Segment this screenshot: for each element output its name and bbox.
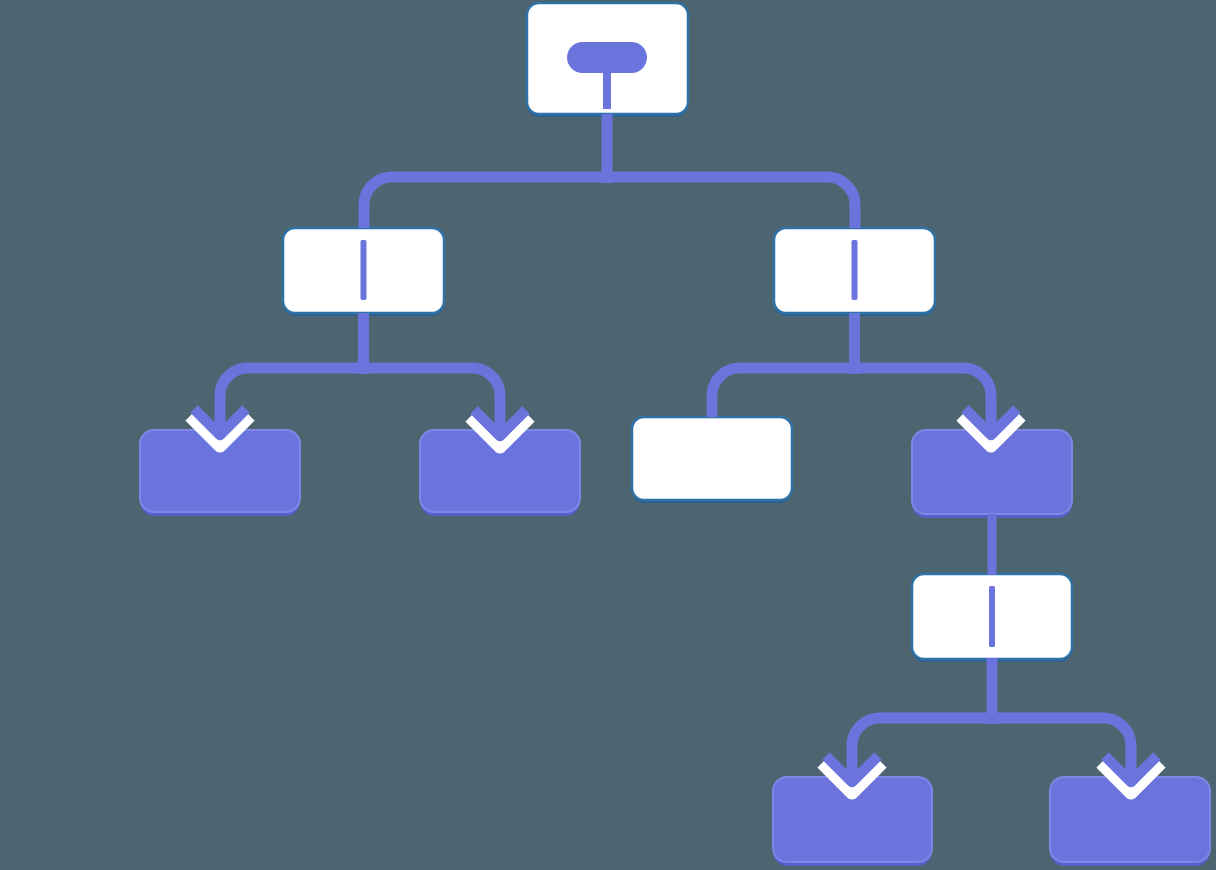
edge-branch-right-to-children (706, 362, 997, 430)
node-leaf-3 (772, 776, 933, 866)
node-leaf-4 (1049, 776, 1211, 866)
divider-line-icon (989, 586, 995, 647)
edge-branch-left-to-leaves (214, 362, 506, 430)
node-branch-right (772, 226, 937, 316)
start-pill-stem-icon (603, 70, 611, 109)
divider-line-icon (851, 240, 858, 300)
divider-line-icon (360, 240, 367, 300)
start-pill-icon (567, 42, 647, 73)
node-branch-left (281, 226, 446, 316)
edge-decision-2-to-leaves (846, 712, 1137, 777)
node-root (525, 1, 690, 117)
node-leaf-1 (139, 429, 301, 516)
node-card-plain-card[interactable] (630, 415, 794, 502)
node-decision-2 (910, 572, 1074, 662)
node-action-right (911, 429, 1073, 518)
node-leaf-2 (419, 429, 581, 516)
node-card-plain (630, 415, 794, 503)
edge-root-to-branches (358, 171, 861, 228)
